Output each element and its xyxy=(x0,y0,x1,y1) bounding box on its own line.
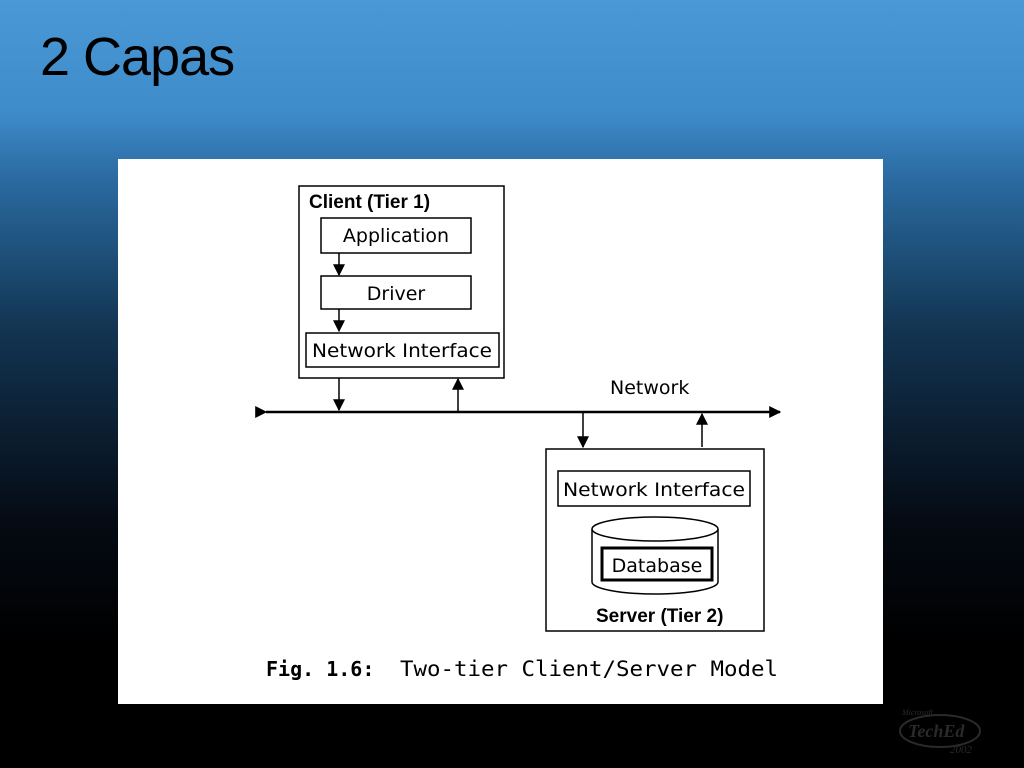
application-box xyxy=(320,217,472,254)
logo-name: TechEd xyxy=(908,721,965,741)
figure-caption-prefix: Fig. 1.6: xyxy=(266,657,374,681)
server-network-interface-label: Network Interface xyxy=(563,479,745,501)
client-tier-title: Client (Tier 1) xyxy=(309,192,430,213)
driver-label: Driver xyxy=(367,283,426,305)
application-label: Application xyxy=(343,225,449,247)
logo-brand-small: Microsoft xyxy=(901,708,934,717)
slide-title: 2 Capas xyxy=(40,27,235,87)
driver-box xyxy=(320,275,472,310)
figure-caption-text: Two-tier Client/Server Model xyxy=(400,657,778,681)
server-network-interface-box xyxy=(557,470,751,507)
teched-logo: Microsoft TechEd 2002 xyxy=(898,705,988,757)
logo-year: 2002 xyxy=(950,744,973,756)
client-network-interface-box xyxy=(305,332,500,368)
database-label: Database xyxy=(612,555,703,577)
two-tier-diagram: Client (Tier 1) Application Driver Netwo… xyxy=(118,159,883,704)
database-box xyxy=(600,546,714,582)
client-network-interface-label: Network Interface xyxy=(312,340,492,362)
network-label: Network xyxy=(610,377,689,399)
server-tier-title: Server (Tier 2) xyxy=(596,606,723,627)
